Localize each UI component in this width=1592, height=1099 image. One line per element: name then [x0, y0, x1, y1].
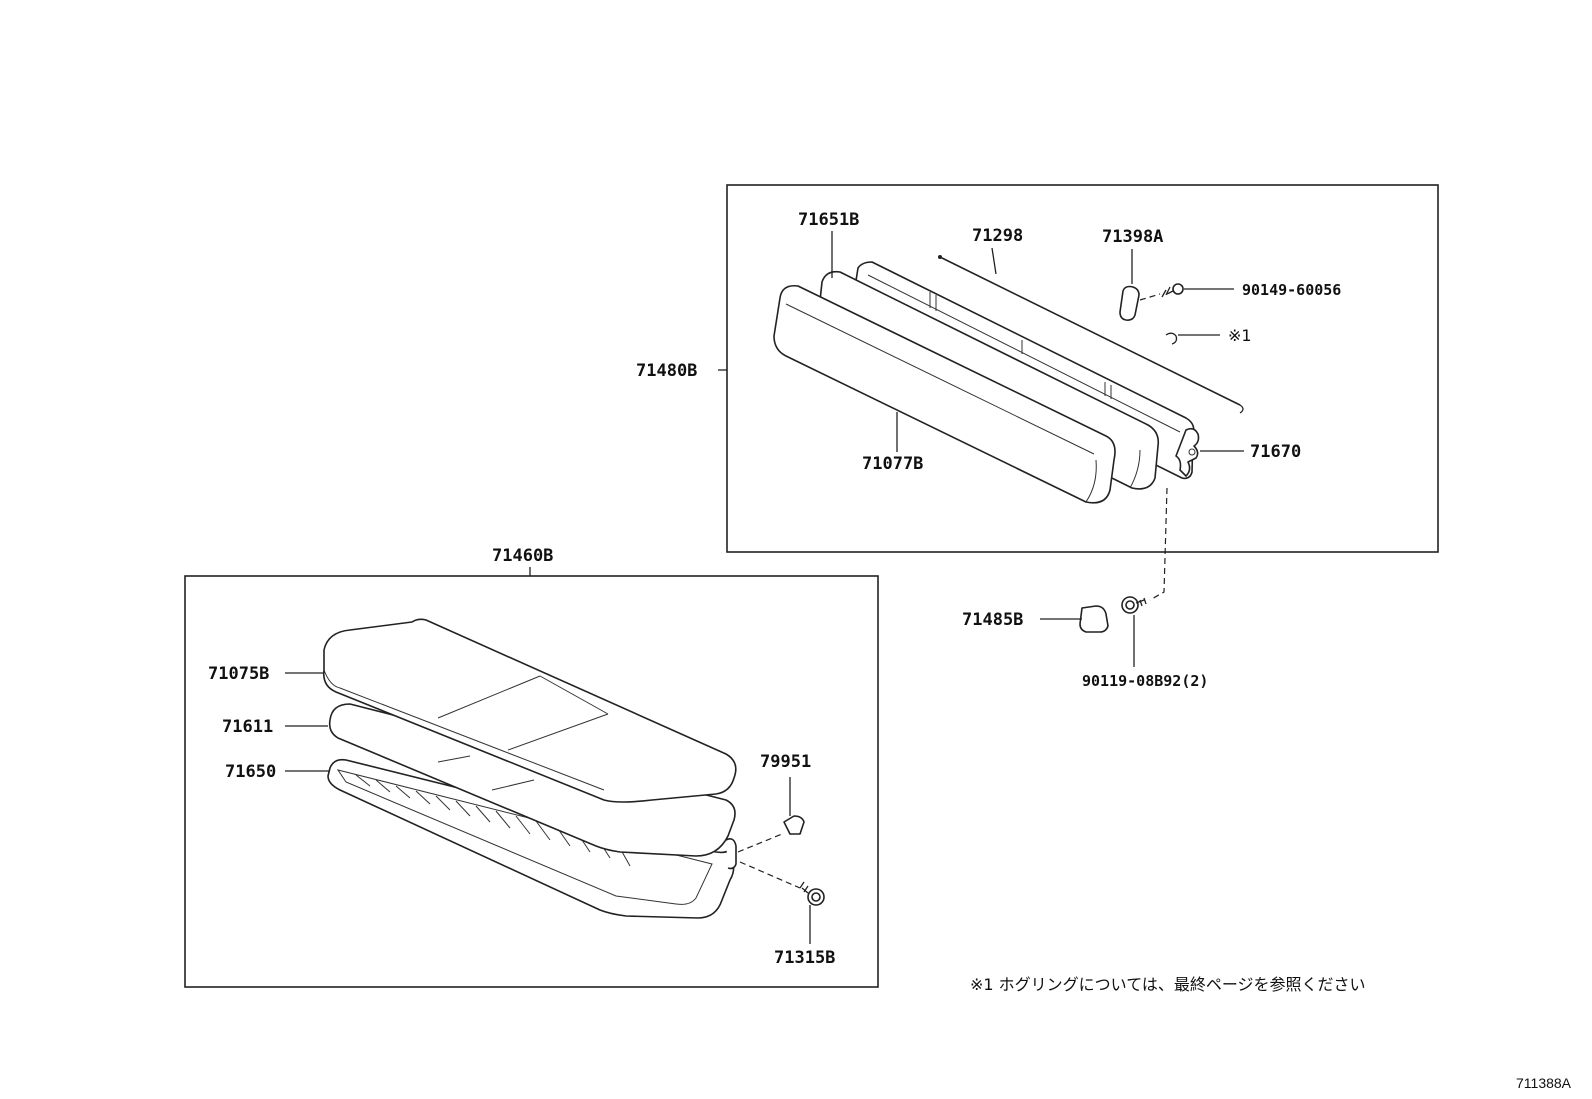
label-71650: 71650 — [225, 762, 276, 782]
label-71077B: 71077B — [862, 454, 923, 474]
label-71611: 71611 — [222, 717, 273, 737]
cover-71485B — [1079, 605, 1109, 633]
label-ref1: ※1 — [1228, 326, 1252, 345]
screw-90149-60056 — [1139, 283, 1184, 301]
label-79951: 79951 — [760, 752, 811, 772]
seatback-assembly-frame — [726, 184, 1439, 553]
label-71298: 71298 — [972, 226, 1023, 246]
grommet-79951 — [783, 815, 805, 835]
label-71075B: 71075B — [208, 664, 269, 684]
hog-ring-icon — [1165, 332, 1178, 345]
bolt-90119-08B92 — [1121, 596, 1147, 614]
figure-id: 711388A — [1516, 1075, 1572, 1091]
connector-dash-upper — [1149, 487, 1168, 601]
connector-dash-lower-2 — [739, 861, 801, 889]
clip-71398A — [1119, 285, 1140, 321]
seatback-cover-71077B — [773, 284, 1116, 504]
hinge-71670 — [1175, 427, 1200, 477]
footnote-hog-ring: ※1 ホグリングについては、最終ページを参照ください — [970, 975, 1366, 994]
label-90149-60056: 90149-60056 — [1242, 281, 1341, 299]
label-71315B: 71315B — [774, 948, 835, 968]
label-71670: 71670 — [1250, 442, 1301, 462]
label-71460B: 71460B — [492, 546, 553, 566]
label-71651B: 71651B — [798, 210, 859, 230]
connector-dash-lower-1 — [737, 833, 783, 853]
seat-frame-71650 — [327, 758, 737, 919]
bolt-71315B — [799, 881, 825, 906]
label-71398A: 71398A — [1102, 227, 1163, 247]
label-90119-08B92: 90119-08B92(2) — [1082, 672, 1208, 690]
label-71480B: 71480B — [636, 361, 697, 381]
seat-cushion-assembly-frame — [184, 575, 879, 988]
label-71485B: 71485B — [962, 610, 1023, 630]
seat-pad-71611 — [328, 703, 736, 857]
rod-71298 — [938, 255, 1244, 414]
seat-cover-71075B — [322, 618, 737, 803]
